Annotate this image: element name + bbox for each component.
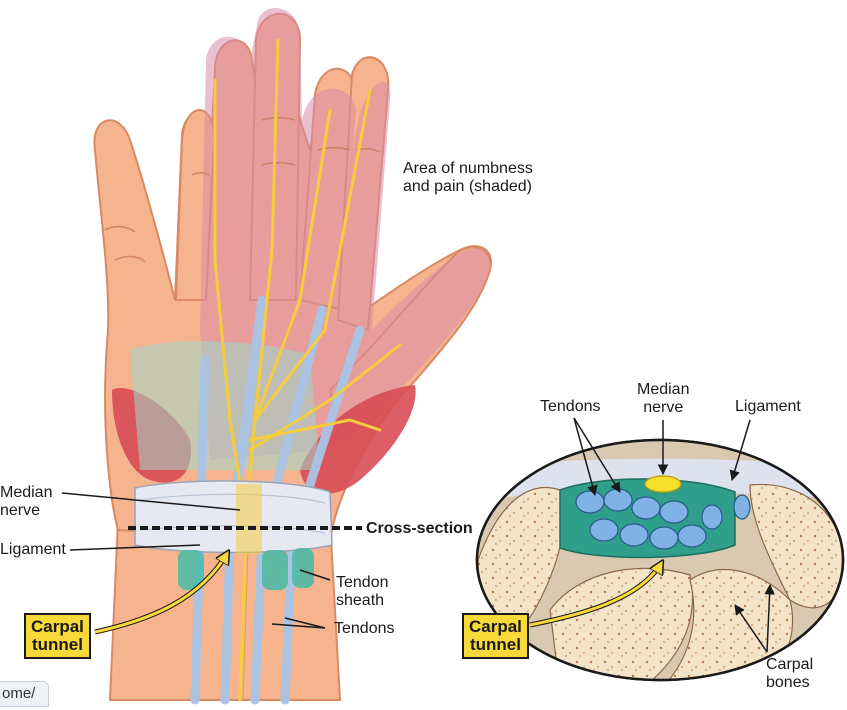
tendons-label-left: Tendons: [334, 620, 395, 638]
url-fragment-chip[interactable]: ome/: [0, 681, 49, 707]
carpal-tunnel-callout-left: Carpal tunnel: [24, 613, 91, 659]
median-nerve-label-left: Median nerve: [0, 484, 52, 520]
median-nerve-label-right: Median nerve: [637, 381, 689, 417]
numbness-area-label: Area of numbness and pain (shaded): [403, 160, 533, 196]
tendon-sheath-label: Tendon sheath: [336, 574, 389, 610]
ligament-label-right: Ligament: [735, 398, 801, 416]
tendons-label-right: Tendons: [540, 398, 601, 416]
hand: [94, 8, 491, 700]
carpal-bones-label: Carpal bones: [766, 656, 813, 692]
ligament-label-left: Ligament: [0, 541, 66, 559]
cross-section-label: Cross-section: [366, 520, 473, 538]
carpal-tunnel-callout-right: Carpal tunnel: [462, 613, 529, 659]
